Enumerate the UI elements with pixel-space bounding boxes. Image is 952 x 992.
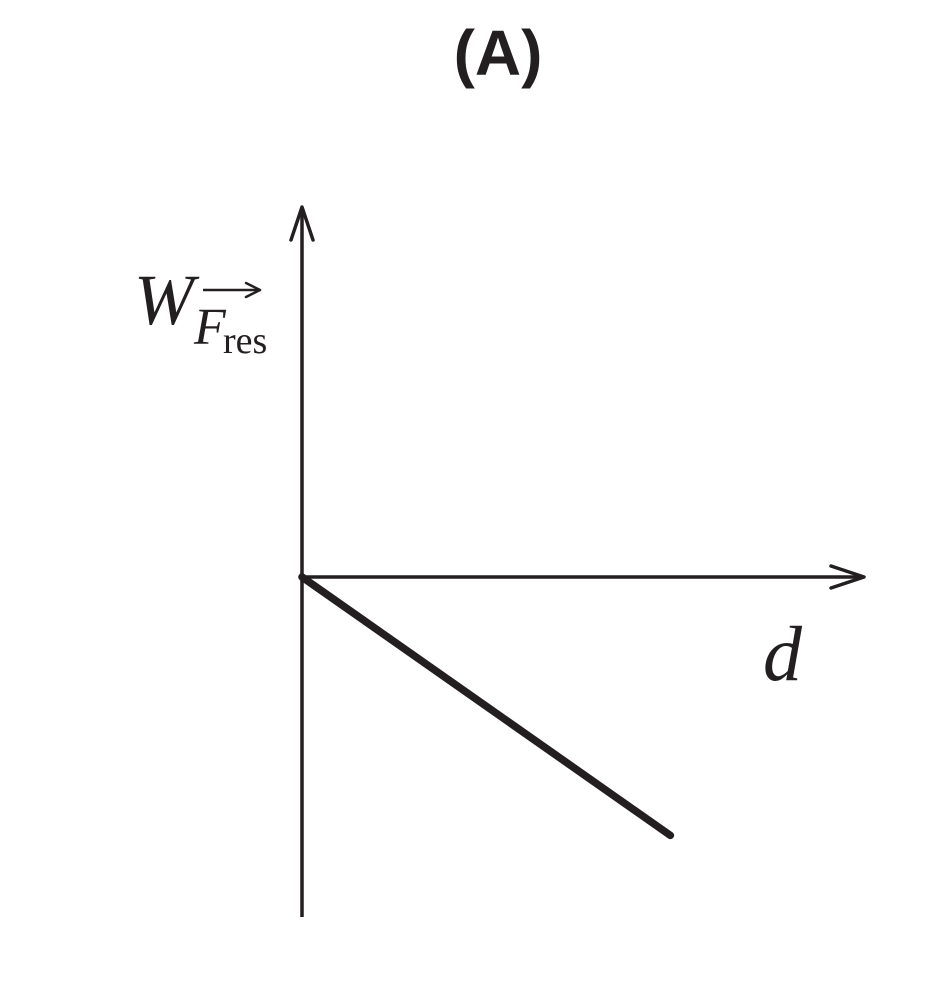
y-axis [289, 205, 315, 917]
x-axis-arrowhead [829, 564, 866, 590]
y-axis-label-vector: F [193, 299, 227, 356]
vector-arrow-icon [203, 281, 262, 299]
x-axis [302, 564, 866, 590]
series-line-0 [298, 573, 675, 840]
y-axis-label-main: W [134, 260, 200, 340]
panel-label: (A) [454, 17, 543, 89]
x-axis-label: d [763, 610, 803, 697]
y-axis-label: W F res [134, 260, 267, 362]
series-layer [298, 573, 675, 840]
y-axis-arrowhead [289, 205, 315, 242]
y-axis-label-subscript: res [223, 320, 267, 362]
